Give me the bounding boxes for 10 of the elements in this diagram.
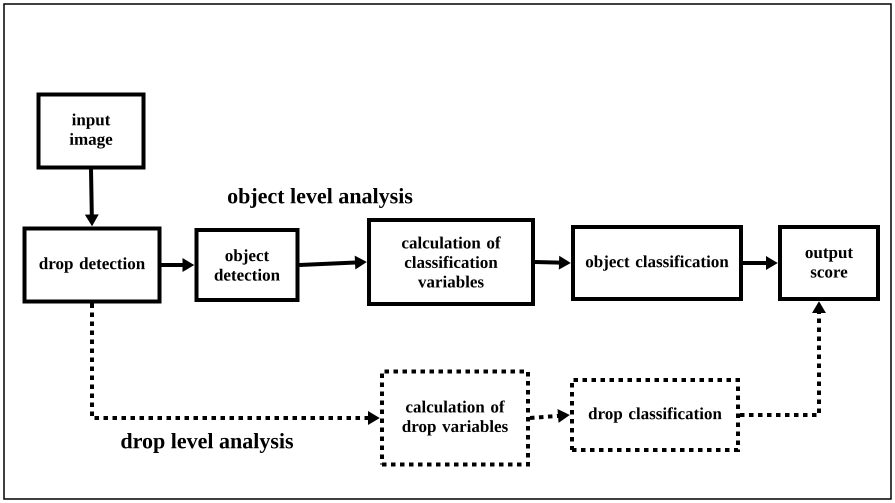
section-heading: object level analysis bbox=[228, 188, 412, 208]
section-heading: drop level analysis bbox=[121, 433, 294, 453]
process-box: output score bbox=[778, 225, 880, 301]
process-box: drop detection bbox=[22, 226, 162, 304]
process-box: object classification bbox=[571, 225, 743, 301]
process-box: calculation of classification variables bbox=[367, 218, 535, 306]
process-box: input image bbox=[36, 92, 146, 170]
dotted-box: calculation of drop variables bbox=[380, 370, 530, 466]
dotted-box: drop classification bbox=[570, 378, 740, 452]
process-box: object detection bbox=[194, 228, 300, 302]
